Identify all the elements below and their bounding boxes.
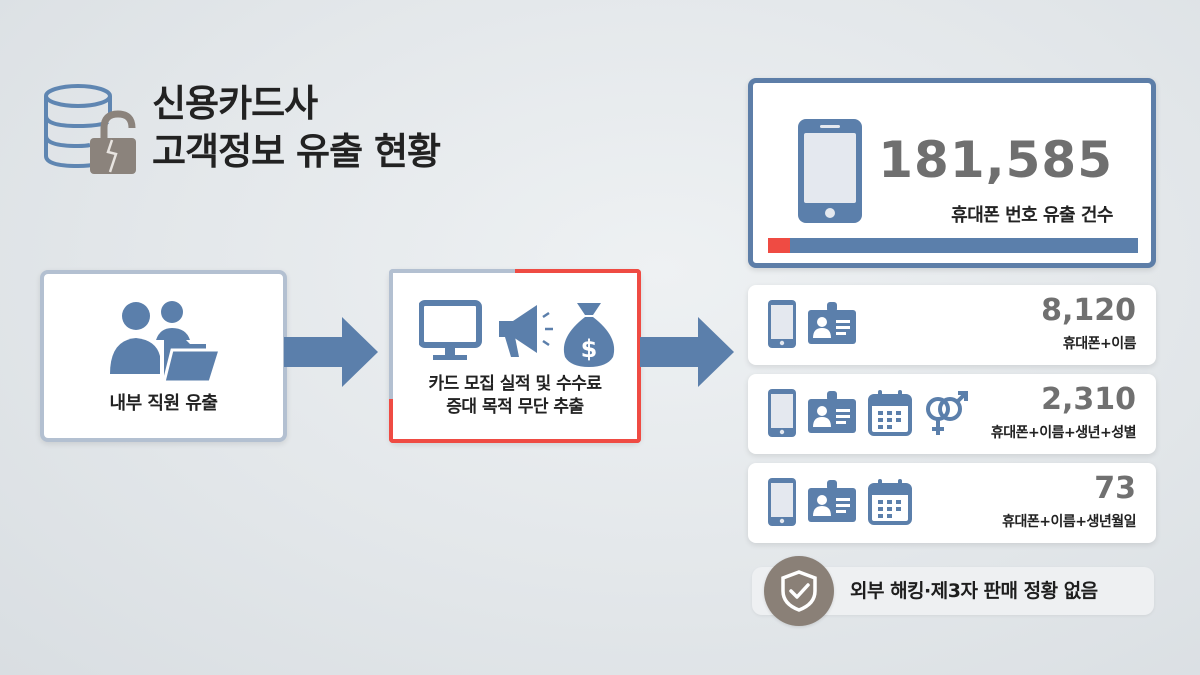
breakdown-label: 휴대폰+이름+생년+성별 <box>990 425 1137 441</box>
megaphone-icon <box>499 305 553 357</box>
calendar-icon <box>868 479 912 525</box>
main-stat-card: 181,585 휴대폰 번호 유출 건수 <box>748 78 1156 268</box>
main-stat-bar <box>768 238 1138 253</box>
arrow-right-icon <box>640 317 734 387</box>
smartphone-icon <box>768 389 796 437</box>
flow-box-unauthorized-extraction: $ 카드 모집 실적 및 수수료 증대 목적 무단 추출 <box>389 269 641 443</box>
flow-box-label: 내부 직원 유출 <box>109 393 218 414</box>
breakdown-row: 73 휴대폰+이름+생년월일 <box>748 463 1156 543</box>
main-stat-label: 휴대폰 번호 유출 건수 <box>951 205 1113 226</box>
smartphone-icon <box>798 119 862 223</box>
flow-box-label: 카드 모집 실적 및 수수료 증대 목적 무단 추출 <box>428 374 602 417</box>
breakdown-number: 73 <box>1094 471 1136 506</box>
title-line-2: 고객정보 유출 현황 <box>152 130 441 173</box>
id-card-icon <box>808 480 856 522</box>
id-card-icon <box>808 391 856 433</box>
main-stat-number: 181,585 <box>878 131 1113 189</box>
breakdown-row: 8,120 휴대폰+이름 <box>748 285 1156 365</box>
extraction-icons: $ <box>419 300 615 367</box>
breakdown-number: 2,310 <box>1041 382 1136 417</box>
monitor-icon <box>419 300 482 360</box>
smartphone-icon <box>768 300 796 348</box>
smartphone-icon <box>768 478 796 526</box>
employees-folder-icon <box>110 301 223 384</box>
note-text: 외부 해킹·제3자 판매 정황 없음 <box>850 580 1098 602</box>
shield-check-icon <box>781 570 817 612</box>
breakdown-row: 2,310 휴대폰+이름+생년+성별 <box>748 374 1156 454</box>
shield-badge <box>764 556 834 626</box>
gender-icon <box>926 391 968 435</box>
arrow-right-icon <box>284 317 378 387</box>
title-line-1: 신용카드사 <box>152 82 318 125</box>
money-bag-icon: $ <box>563 303 615 367</box>
breakdown-label: 휴대폰+이름 <box>1062 336 1137 352</box>
page-title: 신용카드사 고객정보 유출 현황 <box>152 80 441 176</box>
breakdown-number: 8,120 <box>1041 293 1136 328</box>
database-broken-lock-icon <box>44 84 136 174</box>
svg-text:$: $ <box>581 335 598 363</box>
id-card-icon <box>808 302 856 344</box>
breakdown-label: 휴대폰+이름+생년월일 <box>1002 514 1136 530</box>
calendar-icon <box>868 390 912 436</box>
flow-box-internal-leak: 내부 직원 유출 <box>40 270 287 442</box>
main-stat-bar-highlight <box>768 238 791 253</box>
